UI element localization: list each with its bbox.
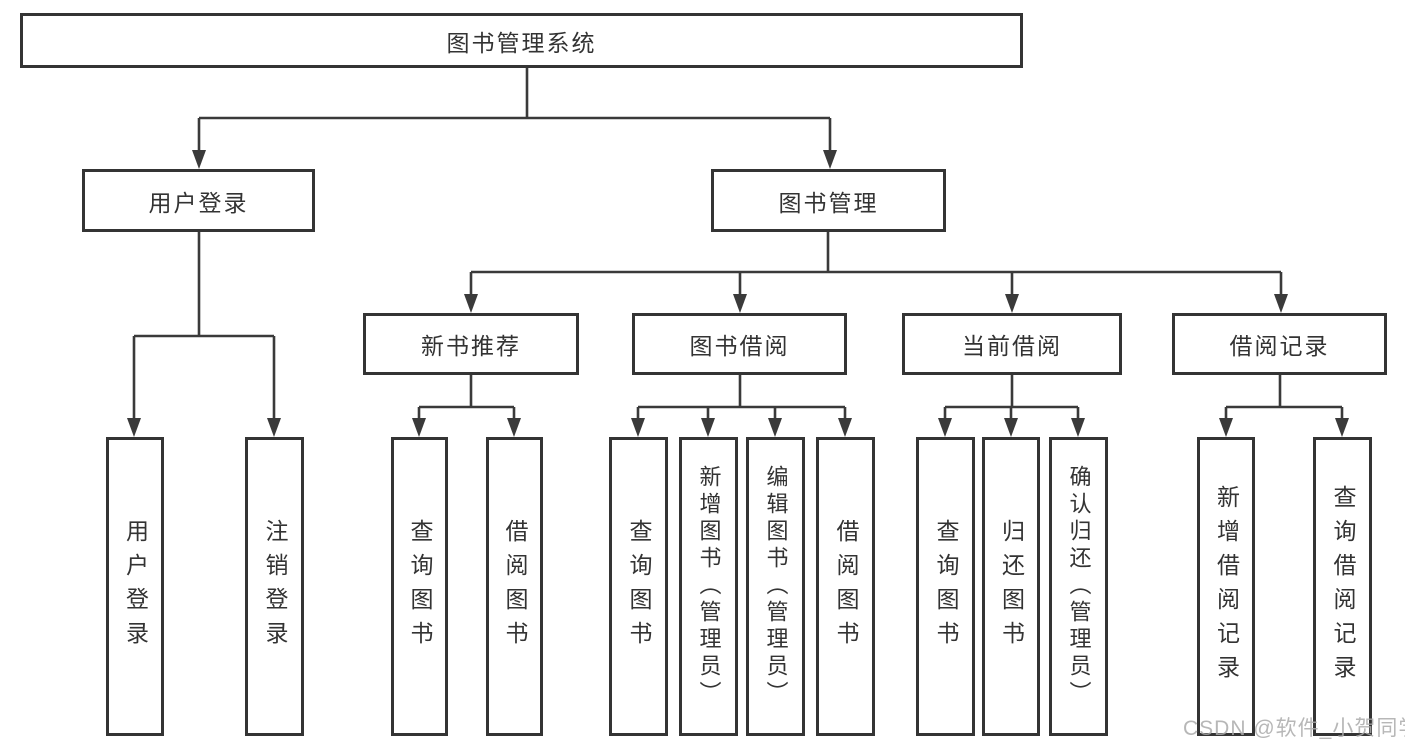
leaf-label: 查询图书 <box>626 518 652 655</box>
leaf-label: 确认归还（管理员） <box>1066 465 1092 708</box>
node-new-book-recommend: 新书推荐 <box>363 313 579 375</box>
leaf-query-books-3: 查询图书 <box>916 437 975 736</box>
leaf-borrow-books-2: 借阅图书 <box>816 437 875 736</box>
node-label: 当前借阅 <box>962 333 1062 359</box>
node-label: 新书推荐 <box>421 333 521 359</box>
leaf-edit-books-admin: 编辑图书（管理员） <box>746 437 805 736</box>
node-borrow-records: 借阅记录 <box>1172 313 1387 375</box>
leaf-query-books-1: 查询图书 <box>391 437 448 736</box>
node-label: 图书管理系统 <box>446 29 597 56</box>
leaf-label: 注销登录 <box>262 518 288 655</box>
node-book-borrowing: 图书借阅 <box>632 313 847 375</box>
leaf-add-borrow-record: 新增借阅记录 <box>1197 437 1255 736</box>
leaf-query-borrow-record: 查询借阅记录 <box>1313 437 1372 736</box>
node-label: 用户登录 <box>148 189 249 216</box>
leaf-add-books-admin: 新增图书（管理员） <box>679 437 738 736</box>
leaf-label: 新增图书（管理员） <box>696 465 722 708</box>
leaf-label: 编辑图书（管理员） <box>763 465 789 708</box>
node-book-management-branch: 图书管理 <box>711 169 946 232</box>
leaf-borrow-books-1: 借阅图书 <box>486 437 543 736</box>
leaf-label: 借阅图书 <box>833 518 859 655</box>
leaf-label: 查询图书 <box>933 518 959 655</box>
leaf-label: 查询图书 <box>407 518 433 655</box>
leaf-user-login: 用户登录 <box>106 437 164 736</box>
node-current-borrowing: 当前借阅 <box>902 313 1122 375</box>
leaf-label: 借阅图书 <box>502 518 528 655</box>
node-label: 借阅记录 <box>1229 333 1330 359</box>
arrowheads <box>127 150 1349 437</box>
leaf-label: 新增借阅记录 <box>1213 484 1240 689</box>
leaf-logout: 注销登录 <box>245 437 304 736</box>
leaf-label: 查询借阅记录 <box>1330 484 1356 689</box>
node-label: 图书借阅 <box>689 333 790 359</box>
csdn-watermark: CSDN @软件_小贺同学 <box>1183 717 1405 740</box>
leaf-confirm-return-admin: 确认归还（管理员） <box>1049 437 1108 736</box>
node-root-library-system: 图书管理系统 <box>20 13 1023 68</box>
leaf-query-books-2: 查询图书 <box>609 437 668 736</box>
leaf-return-books: 归还图书 <box>982 437 1040 736</box>
leaf-label: 用户登录 <box>122 518 149 655</box>
node-user-login-branch: 用户登录 <box>82 169 315 232</box>
leaf-label: 归还图书 <box>998 518 1025 655</box>
node-label: 图书管理 <box>778 189 879 216</box>
